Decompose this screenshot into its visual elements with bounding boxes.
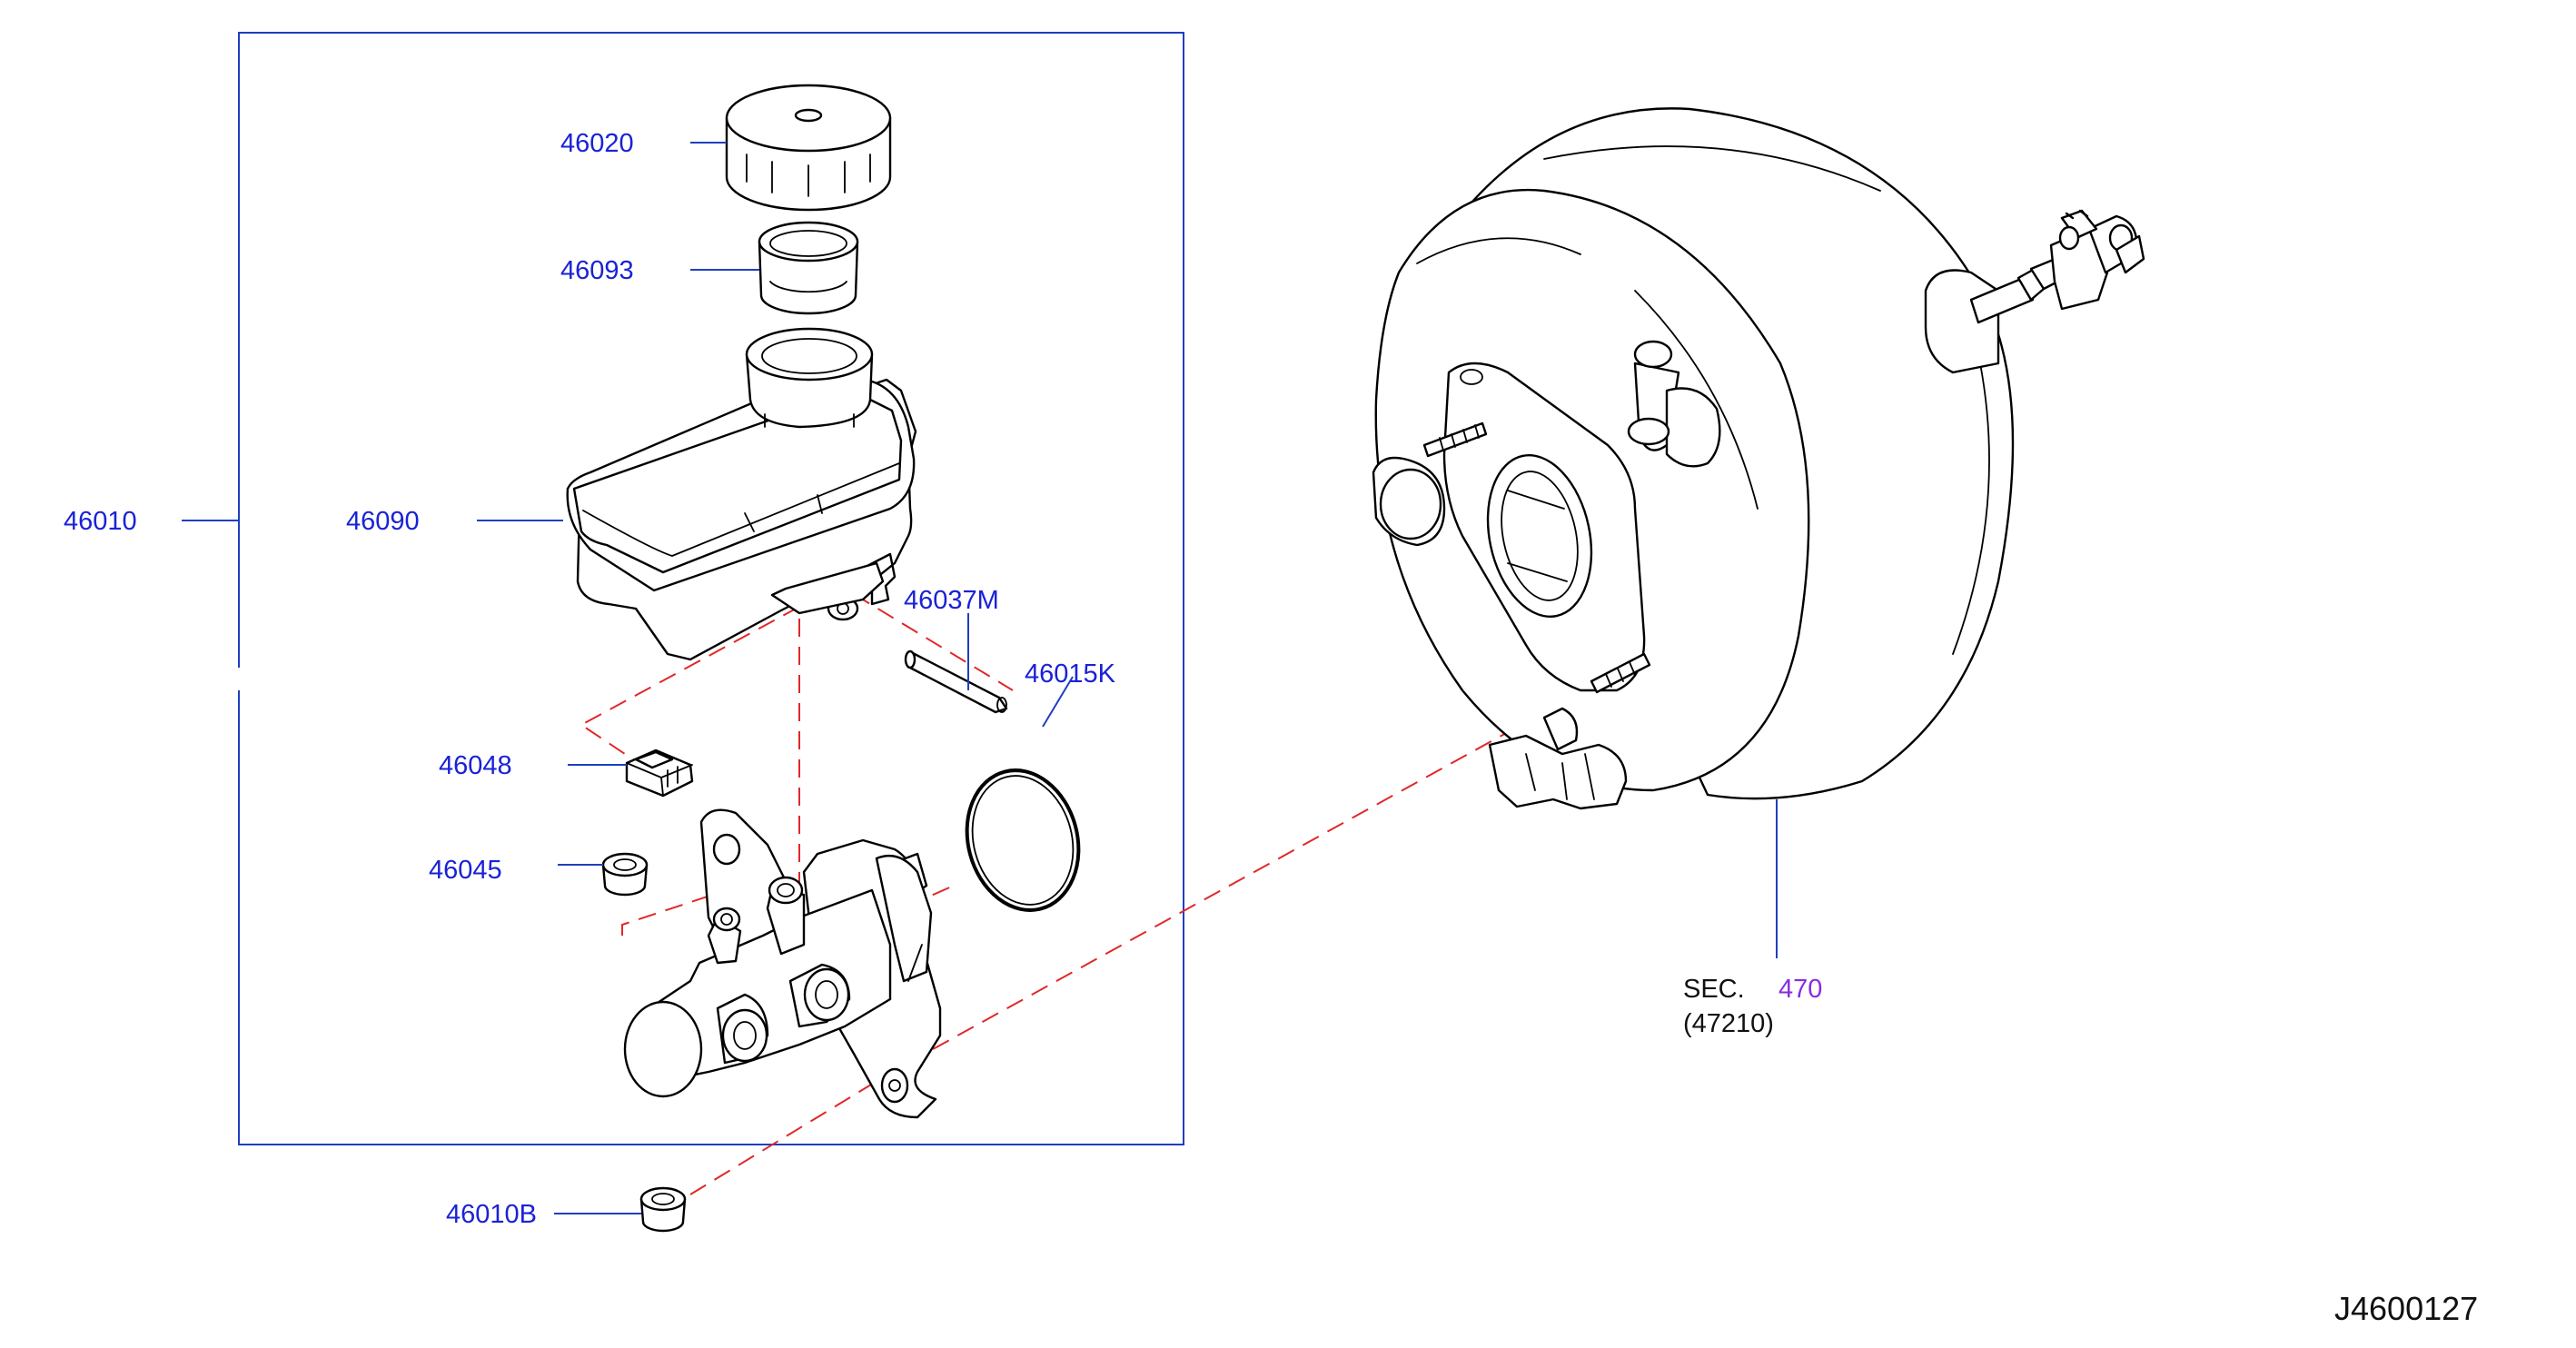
part-labels: 46020 46093 46010 46090 46037M 46015K 46… [64, 129, 2478, 1327]
brake-booster [1372, 107, 2145, 810]
assembly-frame [238, 32, 1184, 1145]
label-46093: 46093 [560, 256, 634, 285]
label-46048: 46048 [439, 751, 512, 780]
label-46010B: 46010B [446, 1200, 537, 1229]
booster-front-bracket [1488, 707, 1628, 810]
diagram-code: J4600127 [2334, 1290, 2478, 1327]
label-46090: 46090 [346, 507, 420, 536]
master-cylinder [623, 808, 942, 1119]
label-46010: 46010 [64, 507, 137, 536]
grommet-46045 [601, 852, 649, 897]
strainer-46093 [758, 221, 859, 315]
clip-46048 [625, 748, 694, 798]
push-rod-clevis [1924, 209, 2145, 374]
label-46020: 46020 [560, 129, 634, 158]
o-ring-46015K [965, 768, 1081, 912]
label-sec-sub: (47210) [1683, 1009, 1774, 1038]
label-sec-number[interactable]: 470 [1778, 975, 1822, 1004]
stud-upper [1422, 421, 1488, 458]
pin-46037M [904, 649, 1008, 714]
label-sec-prefix: SEC. [1683, 975, 1745, 1004]
label-46045: 46045 [429, 856, 502, 885]
stud-lower [1590, 652, 1651, 694]
reservoir-tank-46090 [566, 327, 917, 661]
reservoir-cap-46020 [725, 84, 892, 212]
label-46037M: 46037M [904, 586, 999, 615]
label-46015K: 46015K [1025, 659, 1116, 689]
vacuum-check-valve [1627, 340, 1721, 468]
leader-lines [182, 142, 1778, 1214]
nut-46010B [639, 1186, 687, 1233]
